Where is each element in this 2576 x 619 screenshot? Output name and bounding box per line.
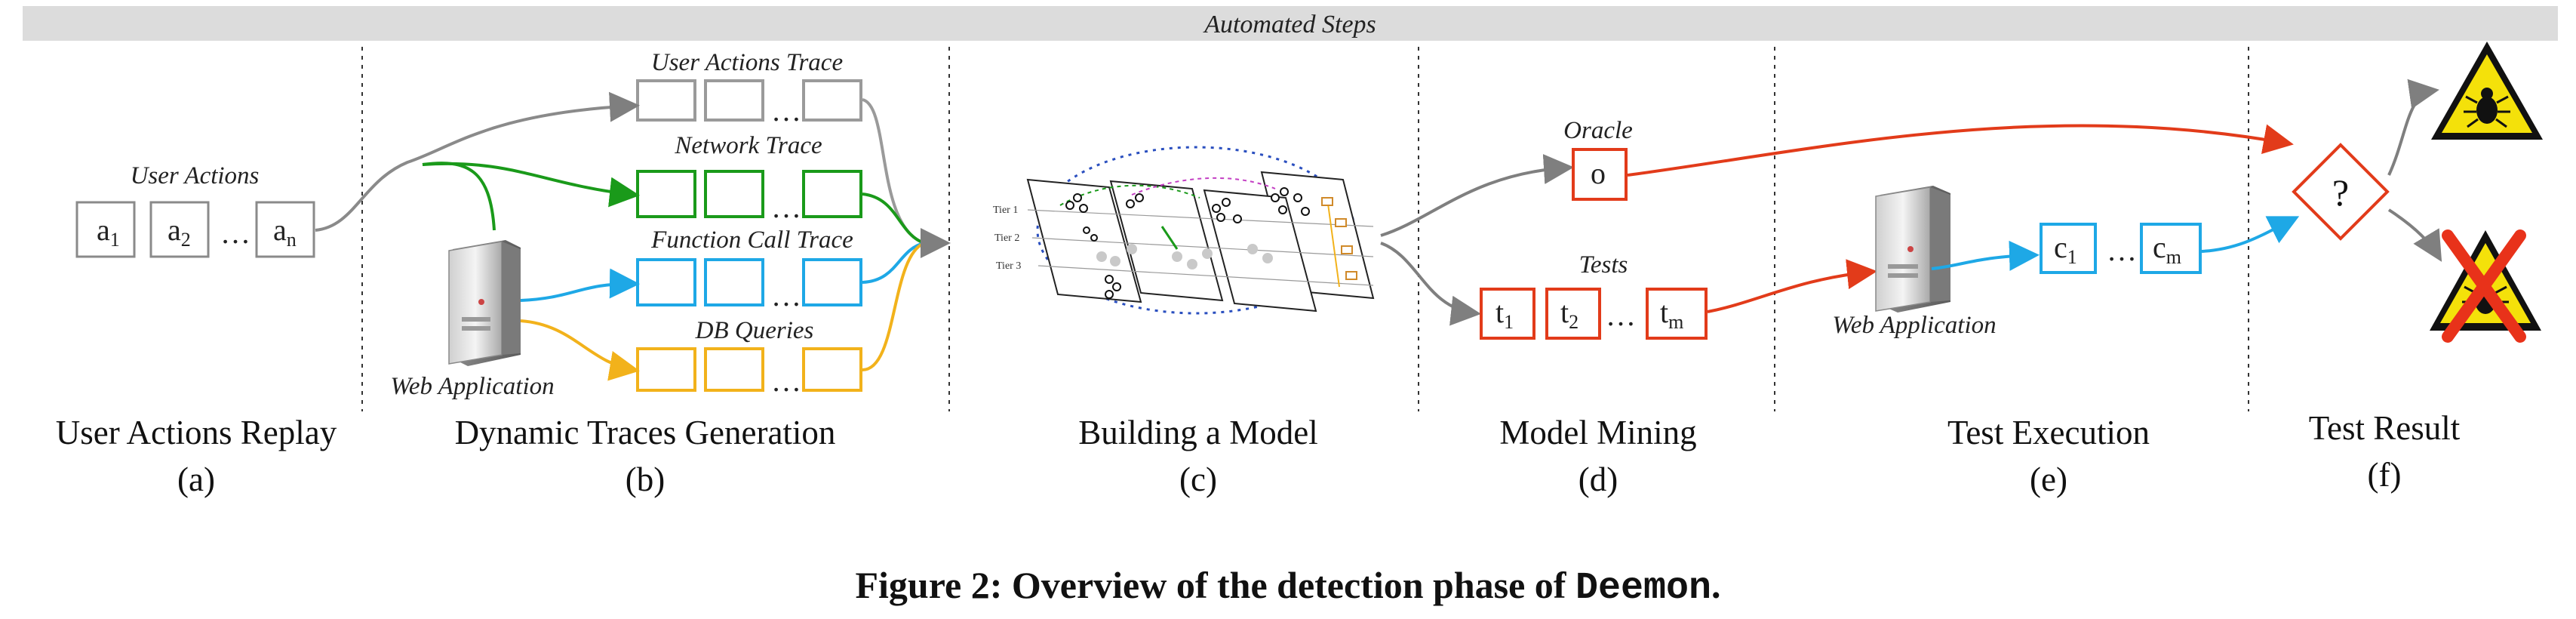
arrow-to-bug — [2387, 79, 2439, 176]
trace-ellipsis: … — [771, 364, 801, 398]
trace-label: User Actions Trace — [651, 49, 843, 76]
no-bug-warning-icon — [2430, 229, 2541, 343]
stage-letter: (b) — [626, 460, 665, 498]
decision-diamond-icon: ? — [2292, 143, 2390, 241]
arrow-to-user-actions-trace — [315, 91, 640, 232]
arrow-to-oracle — [1380, 154, 1574, 237]
green-branch — [422, 162, 496, 231]
arrow-to-tests — [1380, 242, 1481, 326]
user-actions-label: User Actions — [131, 162, 260, 189]
yellow-merge-line — [862, 242, 925, 371]
execution-server-icon — [1875, 186, 1950, 313]
stage-name: Model Mining — [1499, 414, 1696, 451]
trace-ellipsis: … — [771, 94, 801, 128]
oracle-symbol: o — [1591, 156, 1606, 190]
tests-label: Tests — [1579, 251, 1628, 279]
stage-name: Building a Model — [1078, 414, 1317, 451]
user-actions-trace-boxes — [636, 79, 862, 122]
blue-merge-line — [862, 242, 925, 284]
trace-label: Network Trace — [674, 132, 822, 159]
trace-ellipsis: … — [771, 279, 801, 313]
test-execution-group: Web Application c1 … cm — [1832, 186, 2300, 339]
arrow-server-to-c1 — [1931, 240, 2040, 271]
banner-title: Automated Steps — [1203, 11, 1376, 38]
test-item: t2 — [1560, 295, 1578, 333]
model-graph-icon: Tier 1 Tier 2 Tier 3 — [993, 146, 1375, 315]
arrow-to-network-trace — [422, 162, 640, 208]
user-action-item: a2 — [168, 213, 191, 251]
network-trace-boxes — [636, 170, 862, 218]
arrow-to-db-queries — [520, 319, 640, 381]
bug-warning-icon — [2431, 42, 2543, 140]
user-action-item: an — [273, 213, 297, 251]
db-queries-boxes — [636, 347, 862, 392]
model-mining-group: Oracle o Tests t1 t2 … tm — [1480, 117, 1708, 340]
test-item: tm — [1660, 295, 1683, 333]
trace-label: Function Call Trace — [650, 226, 853, 254]
green-merge-line — [862, 192, 925, 245]
automated-steps-banner: Automated Steps — [23, 6, 2558, 41]
tests-ellipsis: … — [1606, 298, 1636, 332]
arrow-to-decision — [2201, 216, 2300, 253]
stage-letter: (c) — [1179, 460, 1217, 498]
user-action-item: a1 — [97, 213, 120, 251]
arrow-oracle-to-decision — [1627, 124, 2294, 177]
execution-item: cm — [2153, 230, 2181, 268]
oracle-label: Oracle — [1563, 117, 1633, 144]
execution-item: c1 — [2054, 230, 2077, 268]
stage-name: Dynamic Traces Generation — [455, 414, 836, 451]
web-application-label: Web Application — [390, 373, 554, 400]
stage-name: Test Execution — [1947, 414, 2150, 451]
user-actions-ellipsis: … — [220, 216, 251, 250]
traces-group: User Actions Trace Network Trace Functio… — [315, 49, 951, 400]
stage-labels: User Actions Replay (a) Dynamic Traces G… — [56, 409, 2461, 498]
tier-label: Tier 2 — [994, 233, 1019, 244]
web-application-server-icon — [448, 240, 521, 366]
oracle-box — [1572, 148, 1628, 201]
user-actions-group: User Actions a1 a2 … an — [75, 162, 315, 258]
figure-caption: Figure 2: Overview of the detection phas… — [856, 564, 1721, 610]
arrow-to-function-call-trace — [520, 268, 640, 302]
web-application-label: Web Application — [1832, 312, 1996, 339]
arrow-tests-to-execution — [1707, 259, 1877, 313]
stage-letter: (f) — [2368, 456, 2402, 494]
function-call-trace-boxes — [636, 258, 862, 306]
test-item: t1 — [1495, 295, 1514, 333]
stage-letter: (a) — [177, 460, 215, 498]
gray-merge-line — [862, 98, 925, 245]
decision-symbol: ? — [2332, 171, 2349, 214]
execution-ellipsis: … — [2107, 233, 2137, 267]
tier-label: Tier 3 — [996, 260, 1021, 272]
stage-letter: (d) — [1578, 460, 1618, 498]
trace-label: DB Queries — [695, 317, 814, 344]
cross-icon — [2442, 229, 2526, 343]
stage-name: Test Result — [2309, 409, 2461, 447]
test-result-group: ? — [2292, 42, 2543, 343]
stage-name: User Actions Replay — [56, 414, 337, 451]
stage-letter: (e) — [2030, 460, 2067, 498]
tier-label: Tier 1 — [993, 205, 1018, 216]
trace-ellipsis: … — [771, 190, 801, 224]
arrow-to-no-bug — [2387, 208, 2442, 262]
